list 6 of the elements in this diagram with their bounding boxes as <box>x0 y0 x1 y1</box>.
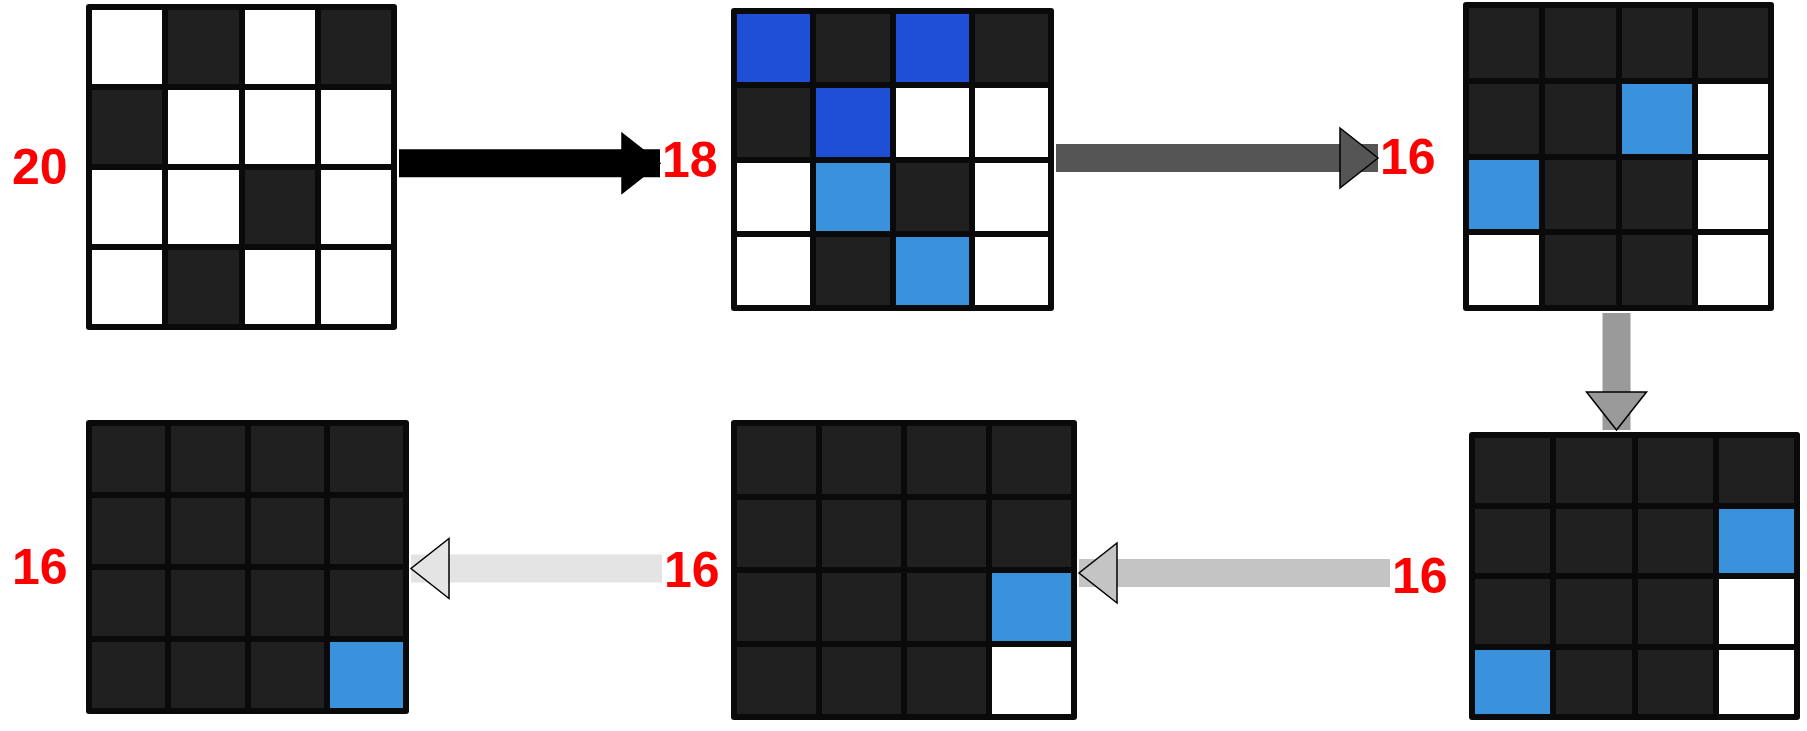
step-number: 16 <box>1380 131 1437 182</box>
step-number: 20 <box>12 142 69 192</box>
step-number: 16 <box>1392 551 1449 601</box>
step-number: 16 <box>12 542 69 592</box>
step-number: 18 <box>662 134 719 185</box>
step-number: 16 <box>664 545 721 595</box>
